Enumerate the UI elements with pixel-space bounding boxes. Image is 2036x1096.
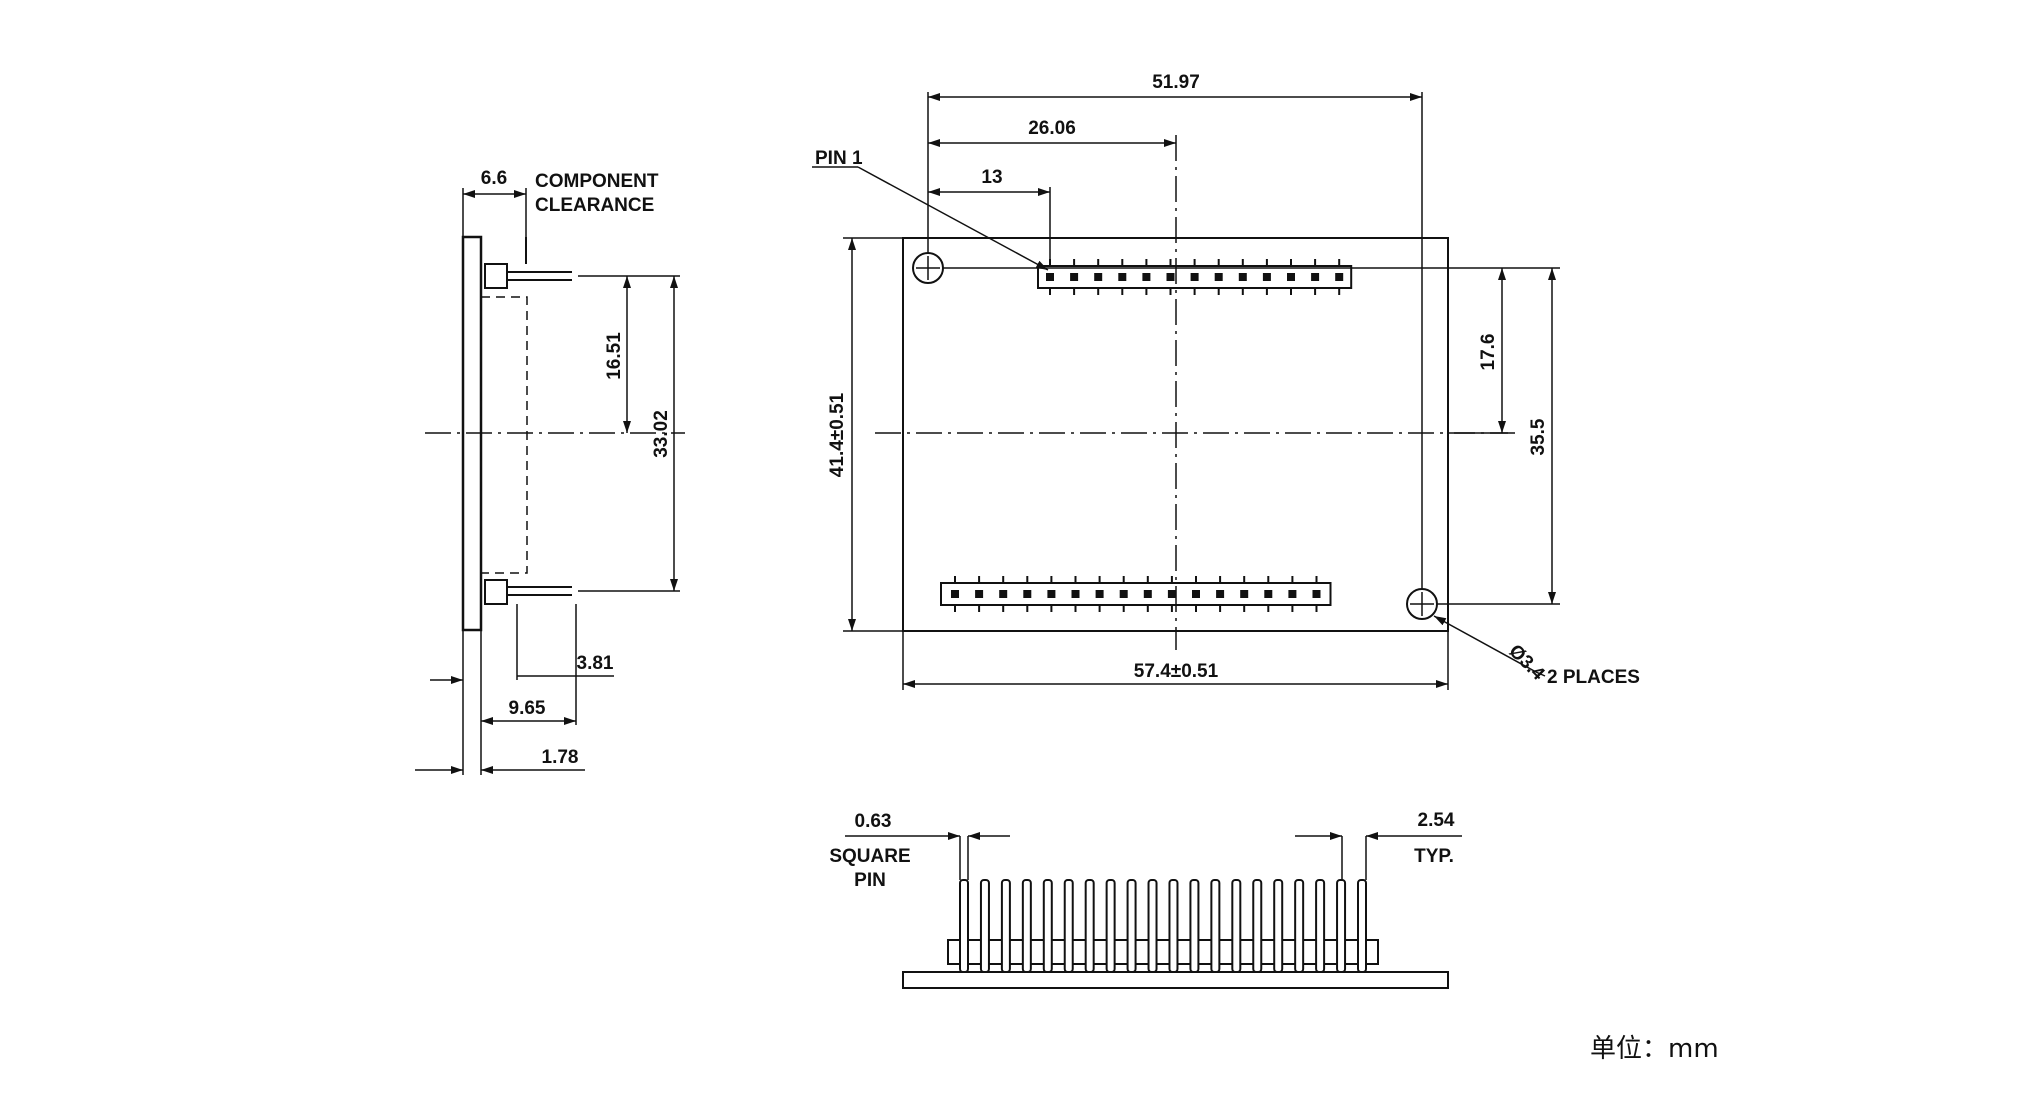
header-pin [1166, 273, 1175, 281]
square-pin [1315, 879, 1326, 973]
top-view: 51.97 26.06 13 PIN 1 41.4±0.51 17.6 35.5… [812, 72, 1640, 690]
label-33-02: 33.02 [651, 410, 672, 458]
header-pin [1047, 590, 1056, 598]
label-6-6: 6.6 [481, 168, 507, 189]
side-view: 6.6 COMPONENT CLEARANCE 16.51 33.02 3.81… [415, 168, 685, 775]
header-pin [1142, 273, 1151, 281]
header-pin [1190, 273, 1199, 281]
label-component: COMPONENT [535, 171, 659, 192]
label-57-4: 57.4±0.51 [1134, 661, 1219, 682]
square-pin [979, 879, 990, 973]
header-pin [1167, 590, 1176, 598]
header-pin [1216, 590, 1225, 598]
square-pin [1210, 879, 1221, 973]
label-pin-1: PIN 1 [815, 148, 863, 169]
header-pin [1095, 590, 1104, 598]
header-pin [1023, 590, 1032, 598]
label-17-6: 17.6 [1478, 334, 1499, 371]
side-connector-top [484, 263, 508, 289]
label-35-5: 35.5 [1528, 418, 1549, 455]
header-pin [1264, 590, 1273, 598]
label-1-78: 1.78 [542, 747, 579, 768]
header-pin [975, 590, 984, 598]
header-pin [1311, 273, 1320, 281]
header-pin [1118, 273, 1127, 281]
header-pin [1143, 590, 1152, 598]
pin-header-bottom [940, 576, 1332, 612]
square-pin [1126, 879, 1137, 973]
label-clearance: CLEARANCE [535, 195, 654, 216]
label-square: SQUARE [829, 846, 910, 867]
label-pin: PIN [854, 870, 886, 891]
square-pin [1168, 879, 1179, 973]
header-pin [1335, 273, 1344, 281]
square-pin [1021, 879, 1032, 973]
label-13: 13 [981, 167, 1002, 188]
label-9-65: 9.65 [509, 698, 546, 719]
bottom-view-board [902, 971, 1449, 989]
square-pin [1042, 879, 1053, 973]
mounting-hole-2 [1406, 588, 1438, 620]
square-pin [1063, 879, 1074, 973]
header-pin [1071, 590, 1080, 598]
square-pin [1252, 879, 1263, 973]
header-pin [1070, 273, 1079, 281]
header-pin [1192, 590, 1200, 598]
label-2-places: 2 PLACES [1547, 667, 1640, 688]
label-typ: TYP. [1414, 846, 1454, 867]
unit-label: 单位：mm [1590, 1034, 1719, 1064]
header-pin [951, 590, 959, 598]
label-16-51: 16.51 [604, 332, 625, 380]
label-hole-diameter: Ø3.4 [1504, 641, 1548, 685]
side-component-clearance [480, 296, 528, 574]
side-connector-bottom [484, 579, 508, 605]
square-pin [1084, 879, 1095, 973]
square-pin [1231, 879, 1242, 973]
square-pin [1336, 879, 1347, 973]
bottom-view: 0.63 SQUARE PIN 2.54 TYP. [829, 810, 1462, 989]
header-pin [1312, 590, 1321, 598]
label-2-54: 2.54 [1418, 810, 1455, 831]
label-51-97: 51.97 [1152, 72, 1200, 93]
label-0-63: 0.63 [855, 811, 892, 832]
label-26-06: 26.06 [1028, 118, 1076, 139]
square-pin [1357, 879, 1367, 973]
square-pin [959, 879, 969, 973]
header-pin [1214, 273, 1223, 281]
square-pin [1189, 879, 1200, 973]
square-pin [1000, 879, 1011, 973]
header-pin [1046, 273, 1054, 281]
header-pin [1240, 590, 1249, 598]
square-pin [1294, 879, 1305, 973]
bottom-view-header [947, 939, 1379, 965]
header-pin [1288, 590, 1297, 598]
mounting-hole-1 [912, 252, 944, 284]
header-pin [1119, 590, 1128, 598]
header-pin [1287, 273, 1295, 281]
square-pin [1273, 879, 1284, 973]
pin-header-top [1037, 259, 1353, 295]
header-pin [1094, 273, 1103, 281]
square-pin [1147, 879, 1158, 973]
bottom-view-pins [959, 879, 1367, 973]
label-41-4: 41.4±0.51 [827, 392, 848, 477]
header-pin [1262, 273, 1271, 281]
square-pin [1105, 879, 1116, 973]
header-pin [1238, 273, 1247, 281]
header-pin [999, 590, 1008, 598]
label-3-81: 3.81 [577, 653, 614, 674]
